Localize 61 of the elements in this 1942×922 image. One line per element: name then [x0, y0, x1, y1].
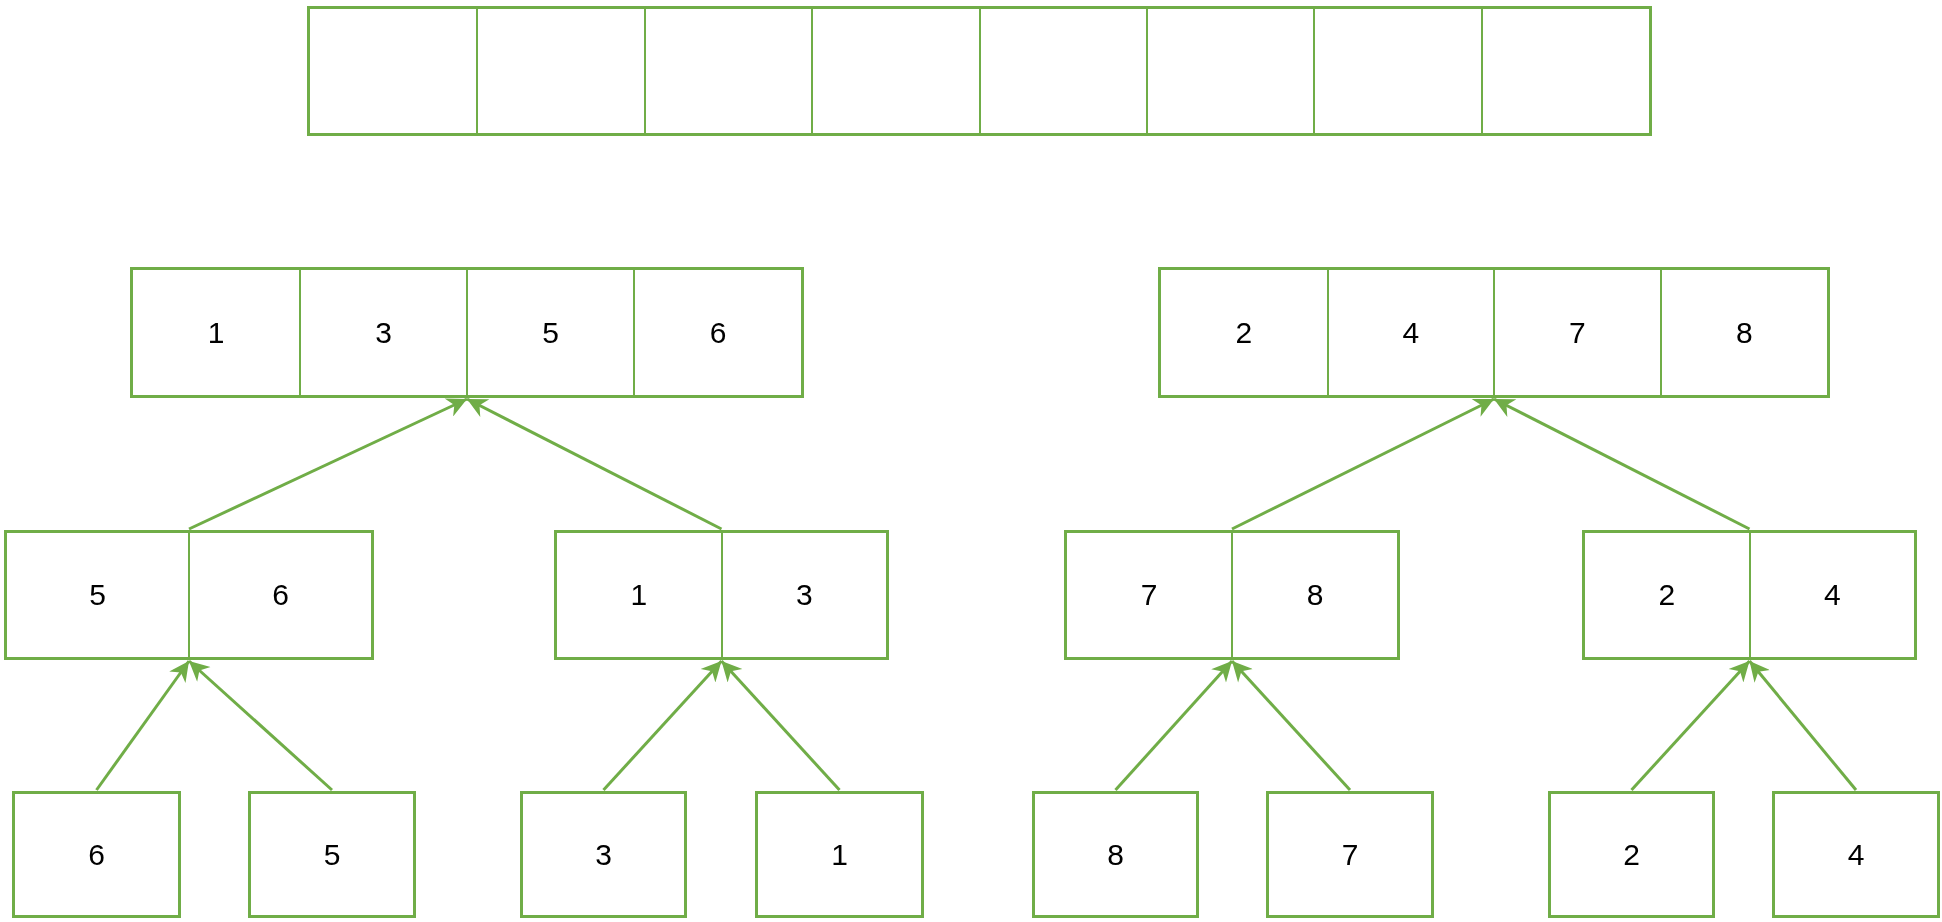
array-box — [307, 6, 1652, 136]
number-label: 2 — [1235, 317, 1253, 348]
arrow — [95, 660, 191, 791]
array-cell — [812, 9, 980, 133]
arrow — [188, 397, 468, 531]
array-cell — [755, 791, 924, 918]
array-cell — [477, 9, 645, 133]
arrow — [720, 660, 841, 791]
array-cell — [1772, 791, 1940, 918]
number-label: 5 — [542, 317, 559, 348]
arrow — [1630, 660, 1751, 791]
number-label: 8 — [1735, 317, 1753, 348]
arrow — [1231, 397, 1495, 531]
number-label: 7 — [1140, 580, 1158, 610]
arrow — [466, 397, 723, 531]
number-label: 8 — [1306, 580, 1324, 610]
array-cell — [1494, 270, 1661, 395]
arrow — [1748, 660, 1858, 791]
number-label: 7 — [1341, 839, 1359, 870]
array-cell — [1146, 9, 1315, 133]
number-label: 8 — [1107, 839, 1124, 870]
number-label: 4 — [1847, 839, 1865, 870]
number-label: 2 — [1623, 839, 1640, 870]
number-label: 4 — [1823, 580, 1841, 610]
array-box — [554, 530, 889, 660]
array-cell — [1548, 791, 1715, 918]
number-label: 3 — [595, 839, 612, 870]
array-cell — [248, 791, 416, 918]
array-box — [130, 267, 804, 398]
array-box — [1582, 530, 1917, 660]
number-label: 7 — [1568, 317, 1586, 348]
array-cell — [979, 9, 1147, 133]
array-box — [1064, 530, 1400, 660]
array-cell — [467, 270, 634, 395]
number-label: 3 — [375, 317, 392, 348]
arrow — [602, 660, 723, 791]
array-cell — [300, 270, 467, 395]
array-cell — [1327, 270, 1494, 395]
number-label: 1 — [630, 580, 648, 610]
array-cell — [1266, 791, 1434, 918]
number-label: 5 — [89, 580, 106, 610]
array-cell — [644, 9, 813, 133]
arrow — [1493, 397, 1751, 531]
number-label: 6 — [709, 317, 727, 348]
number-label: 6 — [272, 580, 289, 610]
number-label: 4 — [1402, 317, 1420, 348]
number-label: 6 — [88, 839, 105, 870]
number-label: 5 — [323, 839, 341, 870]
array-cell — [1032, 791, 1199, 918]
array-cell — [1314, 9, 1482, 133]
number-label: 1 — [207, 317, 225, 348]
arrow — [188, 659, 333, 792]
arrow — [1114, 660, 1234, 791]
array-box — [1158, 267, 1830, 398]
number-label: 2 — [1658, 580, 1676, 610]
number-label: 3 — [795, 580, 813, 610]
array-cell — [12, 791, 181, 918]
array-cell — [520, 791, 687, 918]
number-label: 1 — [831, 839, 848, 870]
array-box — [4, 530, 374, 660]
arrow — [1230, 660, 1352, 791]
